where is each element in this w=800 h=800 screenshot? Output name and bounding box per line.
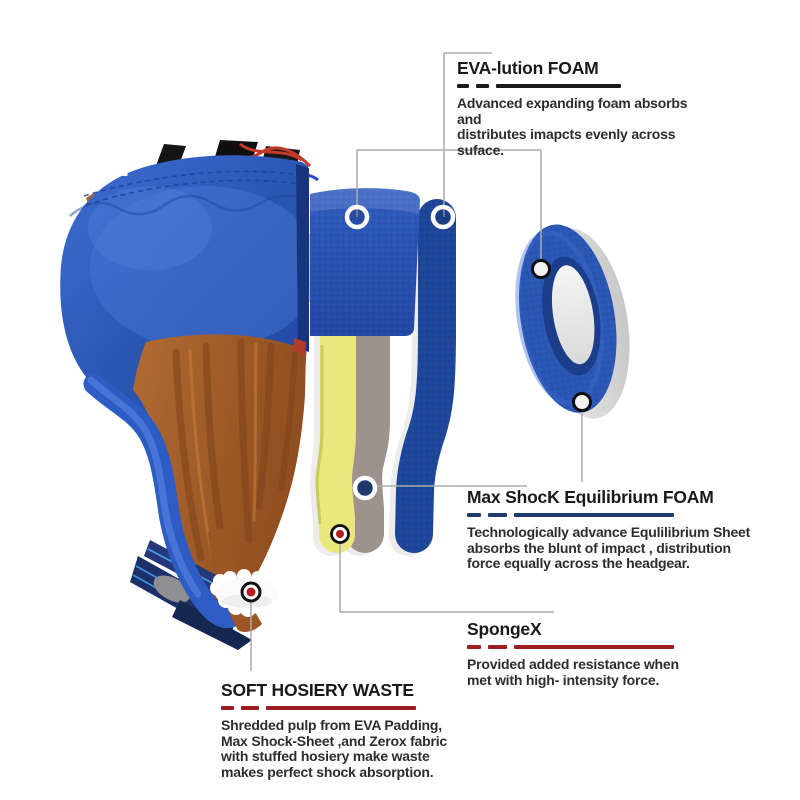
callout-title: SOFT HOSIERY WASTE [221,680,414,700]
callout-underline [221,706,471,710]
callout-lines [250,52,583,671]
foam-layer-stack [309,188,456,556]
foam-sheet-yellow [309,312,356,556]
callout-line-spongex [339,534,554,613]
markers [240,204,592,603]
foam-panel-front [310,188,420,336]
callout-description: Provided added resistance when met with … [467,656,679,688]
marker-hosiery [240,581,262,603]
marker-eva-strip [430,204,456,230]
foam-sheet-navy [389,199,456,556]
callout-spongex: SpongeX Provided added resistance when m… [467,619,727,688]
marker-maxshock-sheet [352,475,378,501]
callout-description: Technologically advance Equlilibrium She… [467,524,751,571]
callout-title: SpongeX [467,619,542,639]
callout-max-shock-equilibrium-foam: Max ShocK Equilibrium FOAM Technological… [467,487,767,572]
callout-line-eva [443,52,492,217]
marker-spongex [330,524,350,544]
callout-title: Max ShocK Equilibrium FOAM [467,487,714,507]
callout-underline [457,84,707,88]
helmet-front-edge [83,373,242,629]
callout-title: EVA-lution FOAM [457,58,599,78]
helmet [60,140,320,650]
callout-underline [467,645,727,649]
callout-description: Shredded pulp from EVA Padding, Max Shoc… [221,717,448,780]
foam-ring [515,224,630,419]
marker-eva-panel [344,204,370,230]
callout-soft-hosiery-waste: SOFT HOSIERY WASTE Shredded pulp from EV… [221,680,471,780]
callout-underline [467,513,767,517]
lace-red-icon [239,142,303,162]
marker-ring-top [531,259,551,279]
callout-eva-lution-foam: EVA-lution FOAM Advanced expanding foam … [457,58,707,158]
marker-ring-bottom [572,392,592,412]
callout-description: Advanced expanding foam absorbs and dist… [457,95,688,158]
